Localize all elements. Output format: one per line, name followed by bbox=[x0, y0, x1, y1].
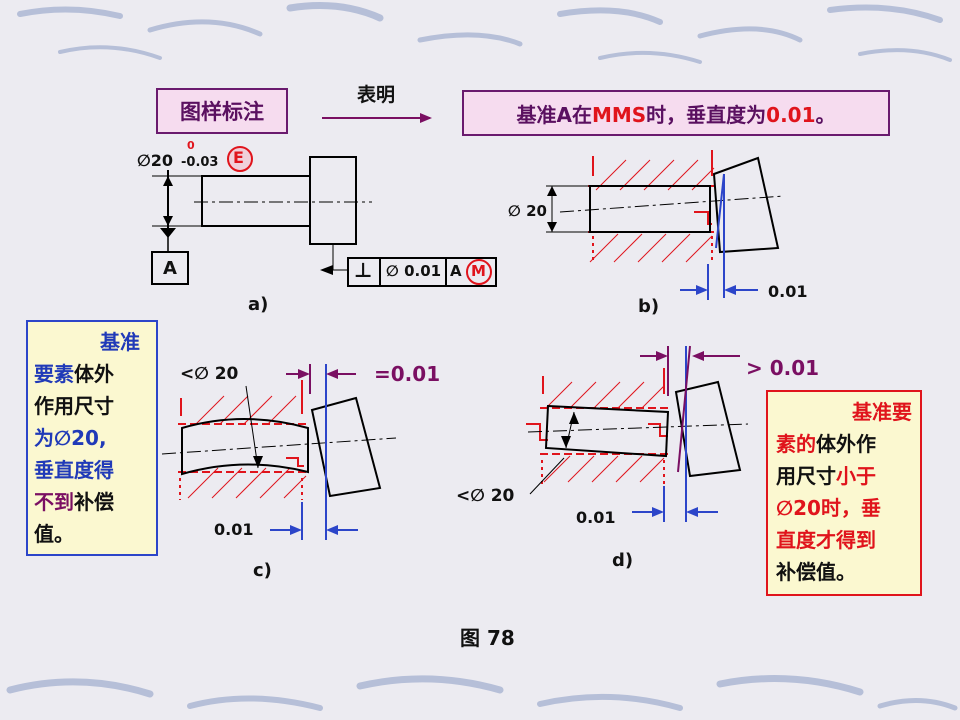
equals-label-c: =0.01 bbox=[374, 362, 441, 386]
tolerance-lower: -0.03 bbox=[181, 155, 219, 170]
datum-label: A bbox=[163, 258, 177, 279]
right-note-line-2: 素的体外作 bbox=[776, 432, 876, 456]
diameter-label-b: ∅ 20 bbox=[508, 202, 547, 220]
right-note-line-6: 补偿值。 bbox=[776, 560, 856, 584]
left-note-line-2: 要素体外 bbox=[34, 362, 114, 386]
deviation-label-c: 0.01 bbox=[214, 520, 254, 539]
left-note-line-5: 垂直度得 bbox=[34, 458, 114, 482]
drawing-annotation-label: 图样标注 bbox=[180, 100, 264, 124]
right-note-line-1: 基准要 bbox=[852, 400, 912, 424]
deviation-label-b: 0.01 bbox=[768, 282, 808, 301]
perpendicularity-symbol: ⊥ bbox=[354, 258, 373, 282]
tolerance-upper: 0 bbox=[187, 139, 195, 152]
caption-a: a) bbox=[248, 294, 269, 315]
left-note-line-1: 基准 bbox=[100, 330, 140, 354]
caption-b: b) bbox=[638, 296, 660, 317]
right-note-box: 基准要 素的体外作 用尺寸小于 ∅20时，垂 直度才得到 补偿值。 bbox=[766, 390, 922, 596]
size-label-c: <∅ 20 bbox=[180, 364, 239, 384]
left-note-box: 基准 要素体外 作用尺寸 为∅20, 垂直度得 不到补偿 值。 bbox=[26, 320, 158, 556]
figure-caption: 图 78 bbox=[460, 626, 515, 650]
caption-c: c) bbox=[253, 560, 272, 581]
arrow-label: 表明 bbox=[357, 84, 396, 106]
left-note-line-3: 作用尺寸 bbox=[34, 394, 114, 418]
meaning-text: 基准A在MMS时，垂直度为0.01。 bbox=[516, 102, 836, 127]
greater-label-d: > 0.01 bbox=[746, 356, 820, 380]
left-note-line-7: 值。 bbox=[34, 522, 74, 546]
left-note-line-4: 为∅20, bbox=[34, 426, 107, 450]
right-note-line-4: ∅20时，垂 bbox=[776, 496, 881, 520]
right-note-line-5: 直度才得到 bbox=[776, 528, 876, 552]
drawing-annotation-label-box: 图样标注 bbox=[156, 88, 288, 134]
diameter-label: ∅20 bbox=[137, 151, 173, 170]
right-note-line-3: 用尺寸小于 bbox=[776, 464, 876, 488]
mmr-modifier: M bbox=[471, 262, 486, 280]
caption-d: d) bbox=[612, 550, 634, 571]
size-label-d: <∅ 20 bbox=[456, 486, 515, 506]
envelope-symbol: E bbox=[233, 148, 244, 167]
frame-tolerance: ∅ 0.01 bbox=[386, 262, 442, 280]
deviation-label-d: 0.01 bbox=[576, 508, 616, 527]
meaning-box: 基准A在MMS时，垂直度为0.01。 bbox=[462, 90, 890, 136]
frame-datum: A bbox=[450, 262, 462, 280]
left-note-line-6: 不到补偿 bbox=[34, 490, 114, 514]
